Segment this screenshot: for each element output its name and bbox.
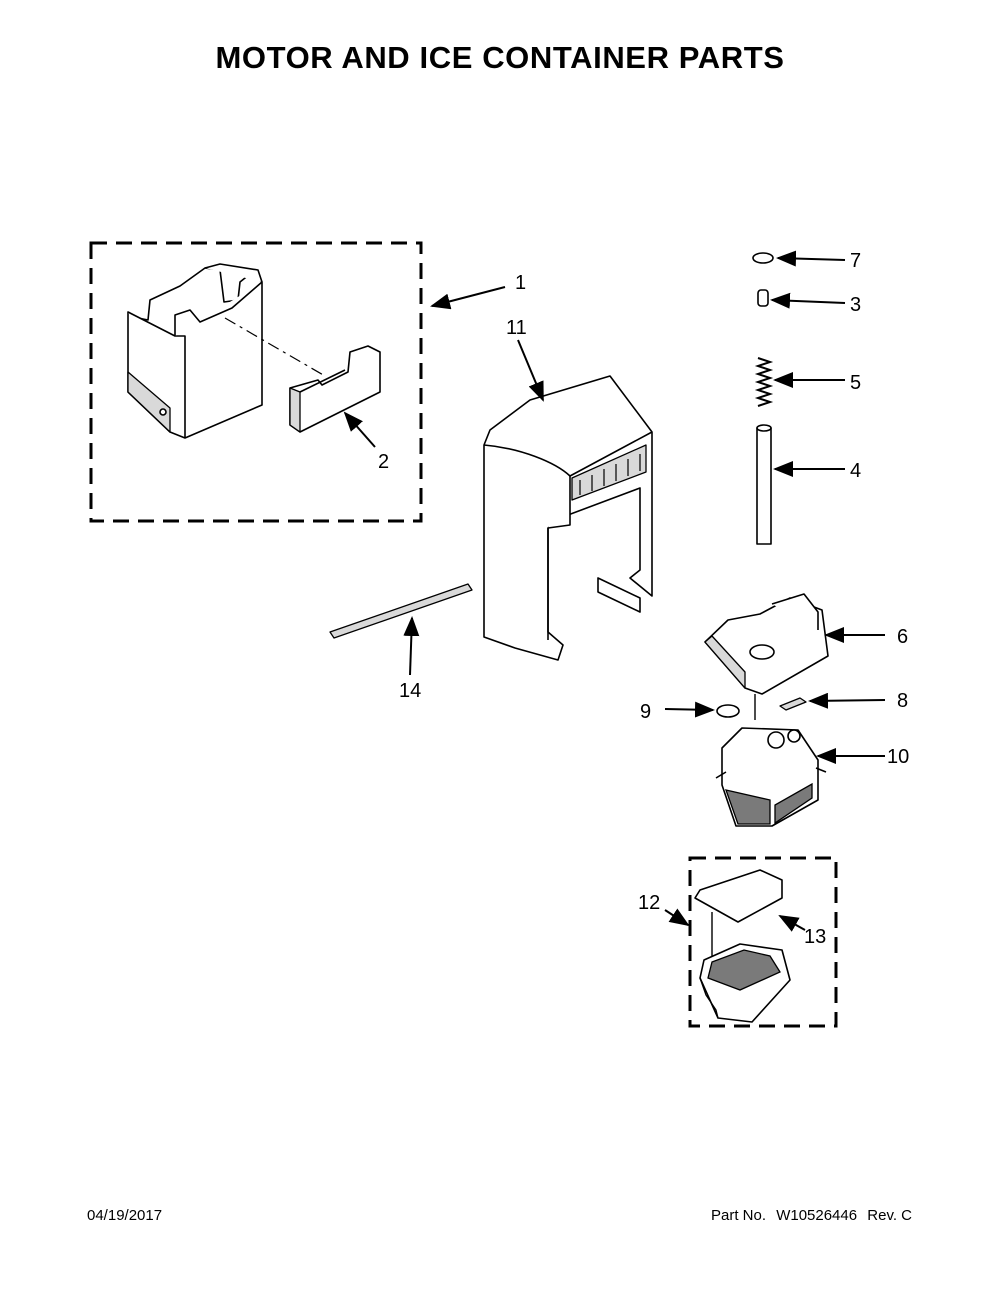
part-2-drawing — [289, 345, 381, 433]
assembly-12-dashed-box — [688, 856, 838, 1028]
callout-7: 7 — [850, 250, 861, 272]
part-13-gasket-drawing — [694, 869, 783, 923]
footer-revision: Rev. C — [867, 1207, 912, 1224]
callout-2: 2 — [378, 451, 389, 473]
ice-container-bin-drawing — [127, 263, 326, 439]
part-10-motor-drawing — [715, 727, 827, 827]
callout-1: 1 — [515, 272, 526, 294]
callout-14: 14 — [399, 680, 421, 702]
footer-date: 04/19/2017 — [87, 1207, 163, 1224]
part-14-strip-drawing — [329, 583, 473, 639]
callout-6: 6 — [897, 626, 908, 648]
callout-4: 4 — [850, 460, 861, 482]
callout-13: 13 — [804, 926, 826, 948]
callout-5: 5 — [850, 372, 861, 394]
callout-12: 12 — [638, 892, 660, 914]
part-6-bracket-drawing — [704, 593, 829, 695]
part-3-bushing-drawing — [757, 289, 769, 307]
part-9-washer-drawing — [716, 704, 740, 718]
callout-9: 9 — [640, 701, 651, 723]
part-5-spring-drawing — [754, 357, 774, 407]
footer-part-info: Part No. W10526446 Rev. C — [705, 1207, 912, 1224]
part-7-ring-drawing — [752, 252, 774, 264]
part-11-housing-drawing — [483, 375, 653, 661]
assembly-1-dashed-box — [89, 241, 423, 523]
part-4-shaft-drawing — [756, 424, 772, 545]
footer-part-label: Part No. — [710, 1207, 767, 1224]
callout-3: 3 — [850, 294, 861, 316]
footer-part-number: W10526446 — [776, 1207, 858, 1224]
part-8-coupler-drawing — [779, 697, 807, 711]
callout-8: 8 — [897, 690, 908, 712]
part-12-cover-drawing — [699, 943, 791, 1023]
page-title: MOTOR AND ICE CONTAINER PARTS — [215, 40, 785, 75]
callout-11: 11 — [506, 317, 527, 339]
callout-10: 10 — [887, 746, 909, 768]
